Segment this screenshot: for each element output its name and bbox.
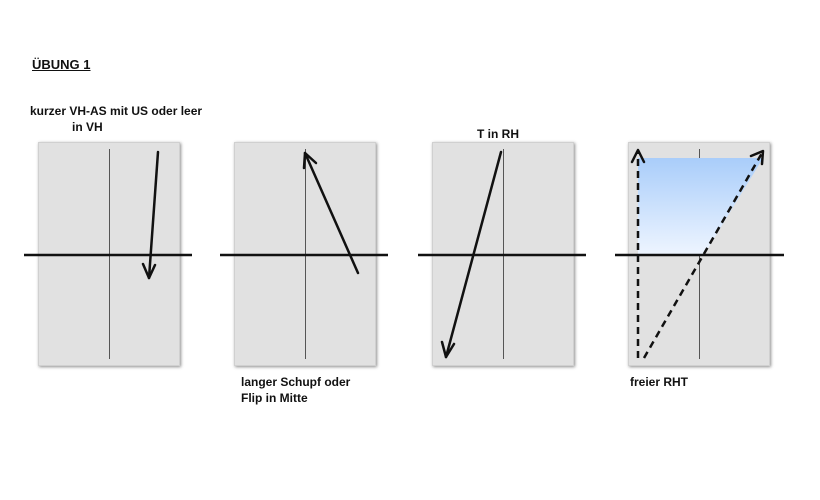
caption-diagram-3: T in RH	[477, 127, 519, 141]
arrow-diagram-3	[440, 150, 503, 359]
caption-1-line-2: in VH	[72, 120, 103, 134]
exercise-title: ÜBUNG 1	[32, 57, 91, 72]
arrow-diagram-1	[141, 150, 160, 280]
dashed-arrow-diagonal	[642, 149, 765, 359]
caption-diagram-1: kurzer VH-AS mit US oder leer in VH	[30, 103, 202, 135]
caption-2-line-2: Flip in Mitte	[241, 391, 308, 405]
dashed-arrow-straight	[630, 148, 646, 358]
arrow-diagram-2	[302, 151, 360, 275]
caption-1-line-1: kurzer VH-AS mit US oder leer	[30, 104, 203, 118]
caption-2-line-1: langer Schupf oder	[241, 375, 351, 389]
caption-diagram-4: freier RHT	[630, 375, 689, 389]
shaded-zone	[638, 158, 763, 255]
caption-diagram-2: langer Schupf oder Flip in Mitte	[241, 374, 350, 406]
